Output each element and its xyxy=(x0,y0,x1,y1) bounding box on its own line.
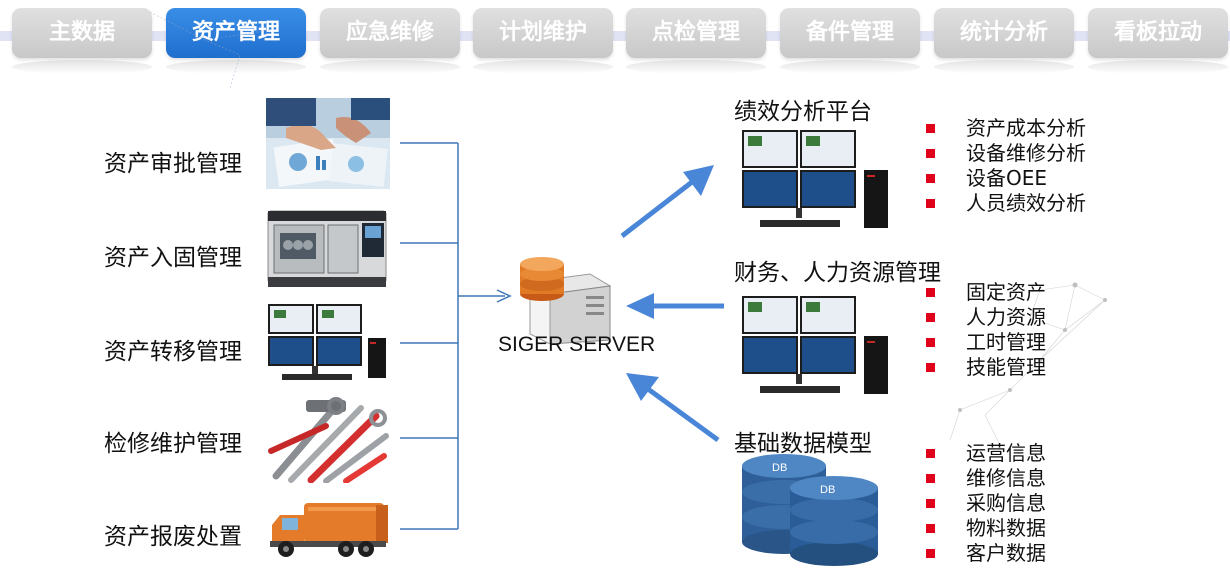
tab-bar-track xyxy=(0,31,1230,41)
finance-hr-title: 财务、人力资源管理 xyxy=(734,260,941,286)
tab-reflection xyxy=(626,60,766,74)
list-item: 设备OEE xyxy=(926,166,1086,191)
list-item: 客户数据 xyxy=(926,541,1046,566)
tab-reflection xyxy=(934,60,1074,74)
module-tab-bar: 主数据 资产管理 应急维修 计划维护 点检管理 备件管理 统计分析 看板拉动 xyxy=(0,0,1230,75)
tab-statistics[interactable]: 统计分析 xyxy=(934,8,1074,58)
tab-asset-management[interactable]: 资产管理 xyxy=(166,8,306,58)
asset-disposal-label: 资产报废处置 xyxy=(104,524,242,550)
tab-emergency-repair[interactable]: 应急维修 xyxy=(320,8,460,58)
finance-workstation-photo xyxy=(742,294,892,400)
performance-workstation-photo xyxy=(742,128,892,234)
database-stack-icon xyxy=(520,257,564,301)
flow-arrows xyxy=(620,165,724,443)
performance-platform-title: 绩效分析平台 xyxy=(734,99,872,125)
tab-spare-parts[interactable]: 备件管理 xyxy=(780,8,920,58)
base-data-model-title: 基础数据模型 xyxy=(734,431,872,457)
base-data-list: 运营信息 维修信息 采购信息 物料数据 客户数据 xyxy=(926,441,1046,566)
network-dots xyxy=(958,282,1107,412)
maintenance-label: 检修维护管理 xyxy=(104,431,242,457)
list-item: 物料数据 xyxy=(926,516,1046,541)
garbage-truck-photo xyxy=(266,497,390,561)
network-decoration xyxy=(149,11,271,89)
tab-master-data[interactable]: 主数据 xyxy=(12,8,152,58)
tab-inspection[interactable]: 点检管理 xyxy=(626,8,766,58)
list-item: 采购信息 xyxy=(926,491,1046,516)
approval-photo xyxy=(266,98,390,189)
db-cylinder-front: DB xyxy=(790,476,878,566)
list-item: 工时管理 xyxy=(926,330,1046,355)
server-label: SIGER SERVER xyxy=(498,333,656,356)
tab-reflection xyxy=(12,60,152,74)
workstation-photo xyxy=(266,302,390,385)
tab-reflection xyxy=(1088,60,1228,74)
cnc-machine-photo xyxy=(266,205,390,291)
list-item: 人力资源 xyxy=(926,305,1046,330)
tab-reflection xyxy=(780,60,920,74)
asset-entry-label: 资产入固管理 xyxy=(104,245,242,271)
finance-hr-list: 固定资产 人力资源 工时管理 技能管理 xyxy=(926,280,1046,380)
database-icon: DB DB xyxy=(738,452,883,567)
list-item: 运营信息 xyxy=(926,441,1046,466)
tab-reflection xyxy=(473,60,613,74)
asset-transfer-label: 资产转移管理 xyxy=(104,339,242,365)
server-icon xyxy=(512,252,612,345)
list-item: 设备维修分析 xyxy=(926,141,1086,166)
list-item: 技能管理 xyxy=(926,355,1046,380)
list-item: 维修信息 xyxy=(926,466,1046,491)
tab-planned-maintenance[interactable]: 计划维护 xyxy=(473,8,613,58)
tools-photo xyxy=(266,396,390,483)
network-decoration-right xyxy=(949,284,1106,446)
list-item: 资产成本分析 xyxy=(926,116,1086,141)
list-item: 固定资产 xyxy=(926,280,1046,305)
asset-approval-label: 资产审批管理 xyxy=(104,151,242,177)
tab-reflection xyxy=(320,60,460,74)
performance-list: 资产成本分析 设备维修分析 设备OEE 人员绩效分析 xyxy=(926,116,1086,216)
left-connectors xyxy=(400,142,512,530)
tab-kanban[interactable]: 看板拉动 xyxy=(1088,8,1228,58)
db-label: DB xyxy=(772,462,787,474)
list-item: 人员绩效分析 xyxy=(926,191,1086,216)
db-label: DB xyxy=(820,484,835,496)
